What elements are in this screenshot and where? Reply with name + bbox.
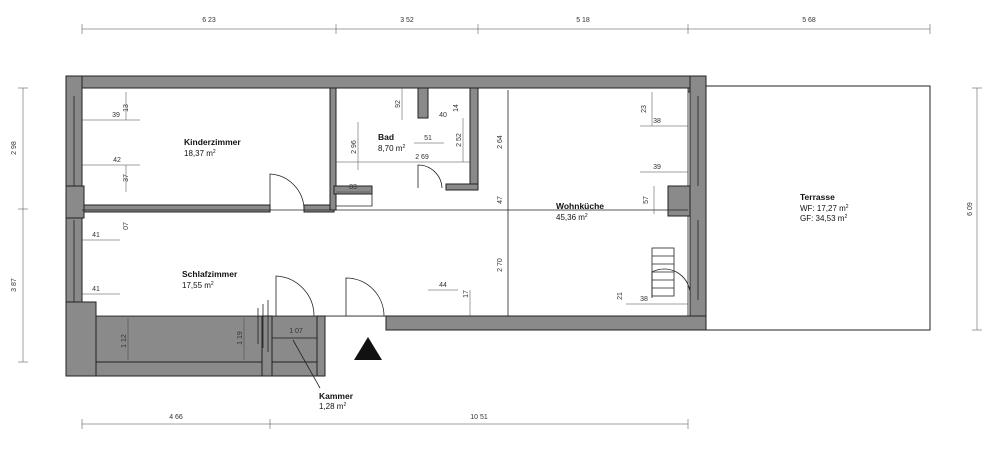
room-area-unit-sup: 2 <box>213 149 216 155</box>
dim-c-107: 1 07 <box>289 328 303 335</box>
dim-right-1: 6 09 <box>967 202 974 216</box>
dim-w-23: 23 <box>641 105 648 113</box>
room-wf-terrasse: WF: 17,27 m <box>800 204 846 213</box>
room-area-schlafzimmer: 17,55 m <box>182 281 211 290</box>
room-area-unit-sup: 2 <box>402 144 405 150</box>
room-label-terrasse: Terrasse WF: 17,27 m2 GF: 34,53 m2 <box>800 192 849 223</box>
svg-text:1,28 m2: 1,28 m2 <box>319 402 346 411</box>
dim-top-4: 5 68 <box>802 17 816 24</box>
room-area-unit-sup: 2 <box>211 281 214 287</box>
room-label-kammer: Kammer 1,28 m2 <box>319 391 354 411</box>
dimension-lines <box>18 24 982 429</box>
dim-w-21: 21 <box>617 292 624 300</box>
dim-w-57: 57 <box>643 196 650 204</box>
dim-b-252: 2 52 <box>456 133 463 147</box>
interior-dimensions: 13 39 42 37 07 41 41 1 12 1 19 1 07 92 4… <box>82 88 688 360</box>
dim-w-38a: 38 <box>653 118 661 125</box>
dim-b-92: 92 <box>395 100 402 108</box>
dim-k-37: 37 <box>123 174 130 182</box>
dim-bottom-1: 4 66 <box>169 414 183 421</box>
dim-s-112: 1 12 <box>121 334 128 348</box>
entrance-triangle-icon <box>354 337 382 360</box>
room-area-unit-sup: 2 <box>343 402 346 408</box>
dim-s-41a: 41 <box>92 232 100 239</box>
svg-text:17,55 m2: 17,55 m2 <box>182 281 214 290</box>
room-area-kammer: 1,28 m <box>319 402 344 411</box>
dim-bottom-2: 10 51 <box>470 414 488 421</box>
dim-top-2: 3 52 <box>400 17 414 24</box>
dim-w-44: 44 <box>439 282 447 289</box>
dim-k-42: 42 <box>113 157 121 164</box>
svg-text:18,37 m2: 18,37 m2 <box>184 149 216 158</box>
room-gf-terrasse: GF: 34,53 m <box>800 214 845 223</box>
dim-b-14: 14 <box>453 104 460 112</box>
room-label-schlafzimmer: Schlafzimmer 17,55 m2 <box>182 269 238 290</box>
room-name-schlafzimmer: Schlafzimmer <box>182 269 238 279</box>
room-name-kammer: Kammer <box>319 391 354 401</box>
dim-s-119: 1 19 <box>237 331 244 345</box>
svg-text:45,36 m2: 45,36 m2 <box>556 213 588 222</box>
room-label-bad: Bad 8,70 m2 <box>378 132 405 153</box>
dim-s-41b: 41 <box>92 286 100 293</box>
dim-k-13: 13 <box>123 104 130 112</box>
dim-w-270: 2 70 <box>497 258 504 272</box>
dim-b-83: 83 <box>349 184 357 191</box>
dim-b-269: 2 69 <box>415 154 429 161</box>
dim-w-39: 39 <box>653 164 661 171</box>
room-area-wohnkueche: 45,36 m <box>556 213 585 222</box>
dim-top-3: 5 18 <box>576 17 590 24</box>
radiator-symbol <box>257 300 269 352</box>
dim-w-17: 17 <box>463 290 470 298</box>
dim-k-07: 07 <box>123 222 130 230</box>
room-name-wohnkueche: Wohnküche <box>556 201 604 211</box>
svg-text:GF: 34,53 m2: GF: 34,53 m2 <box>800 214 847 223</box>
dim-left-1: 2 98 <box>11 141 18 155</box>
dim-b-296: 2 96 <box>351 140 358 154</box>
room-area-unit-sup: 2 <box>585 213 588 219</box>
dim-w-47: 47 <box>497 196 504 204</box>
dim-b-40: 40 <box>439 112 447 119</box>
svg-text:8,70 m2: 8,70 m2 <box>378 144 405 153</box>
room-area-bad: 8,70 m <box>378 144 403 153</box>
dim-w-38b: 38 <box>640 296 648 303</box>
room-label-wohnkueche: Wohnküche 45,36 m2 <box>556 201 604 222</box>
svg-text:WF: 17,27 m2: WF: 17,27 m2 <box>800 204 849 213</box>
walls <box>65 75 707 377</box>
room-label-kinderzimmer: Kinderzimmer 18,37 m2 <box>184 137 241 158</box>
dim-b-51: 51 <box>424 135 432 142</box>
dim-k-39: 39 <box>112 112 120 119</box>
stairs <box>651 247 675 297</box>
dim-top-1: 6 23 <box>202 17 216 24</box>
room-name-bad: Bad <box>378 132 394 142</box>
room-area-unit-sup: 2 <box>844 214 847 220</box>
room-area-kinderzimmer: 18,37 m <box>184 149 213 158</box>
room-name-kinderzimmer: Kinderzimmer <box>184 137 241 147</box>
room-area-unit-sup: 2 <box>846 204 849 210</box>
dim-w-264: 2 64 <box>497 135 504 149</box>
outer-dimension-labels: 6 23 3 52 5 18 5 68 4 66 10 51 2 98 3 87… <box>11 17 974 421</box>
dim-left-2: 3 87 <box>11 278 18 292</box>
kammer-leader-line <box>292 339 321 389</box>
interior-lines <box>73 90 699 363</box>
room-name-terrasse: Terrasse <box>800 192 835 202</box>
